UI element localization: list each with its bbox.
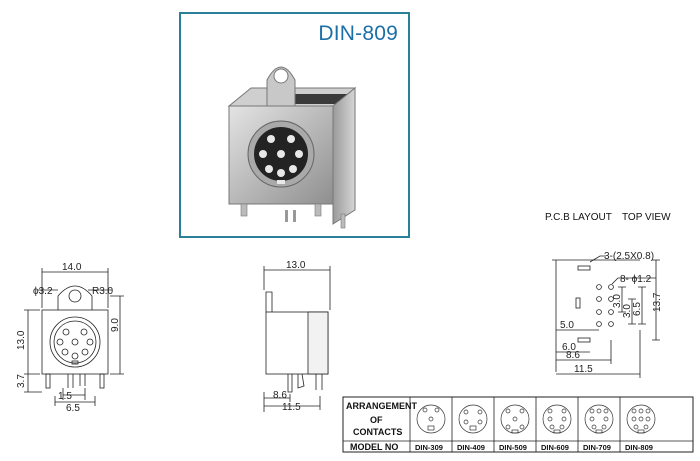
connector-photo — [227, 66, 357, 229]
dim-pcb-v2: 3.0 — [622, 304, 633, 318]
dim-pin-span: 6.5 — [66, 403, 80, 414]
contact-table-grid — [342, 396, 694, 453]
front-view-outline — [24, 268, 124, 406]
pcb-view-label: TOP VIEW — [622, 212, 671, 223]
table-row-label-arrangement: ARRANGEMENT — [346, 401, 418, 411]
dim-pcb-h3: 8.6 — [566, 350, 580, 361]
table-model-cell: DIN-309 — [415, 443, 443, 452]
table-row-label-model: MODEL NO — [350, 442, 398, 452]
pcb-holes-label: 8- ϕ1.2 — [620, 274, 652, 285]
dim-side-base: 11.5 — [282, 402, 301, 413]
dim-pcb-h2: 6.0 — [562, 342, 576, 353]
table-model-cell: DIN-709 — [583, 443, 611, 452]
pcb-slot-label: 3-(2.5X0.8) — [604, 251, 654, 262]
dim-pin-offset: 3.7 — [16, 374, 27, 388]
side-view-outline — [263, 266, 331, 412]
table-model-cell: DIN-809 — [625, 443, 653, 452]
pcb-layout-drawing — [552, 255, 660, 378]
contact-arrangements — [416, 404, 656, 434]
dim-pitch: 1.5 — [58, 391, 72, 402]
dim-front-width: 14.0 — [62, 262, 82, 273]
dim-pcb-v1: 3.0 — [612, 294, 623, 308]
table-row-label-contacts: CONTACTS — [353, 427, 402, 437]
dim-pcb-v4: 13.7 — [652, 292, 663, 312]
dim-top-offset: 9.0 — [110, 318, 121, 332]
dim-front-height: 13.0 — [16, 330, 27, 350]
table-model-cell: DIN-609 — [541, 443, 569, 452]
product-photo-frame: DIN-809 — [179, 12, 410, 238]
dim-side-depth: 13.0 — [286, 260, 306, 271]
dim-pcb-h1: 5.0 — [560, 320, 574, 331]
dim-radius: R3.0 — [92, 286, 114, 297]
dim-pcb-h4: 11.5 — [574, 364, 593, 375]
product-title: DIN-809 — [318, 22, 398, 45]
table-row-label-of: OF — [370, 415, 383, 425]
dim-pcb-v3: 6.5 — [632, 302, 643, 316]
dim-hole-diameter: ϕ3.2 — [33, 286, 53, 297]
table-model-cell: DIN-409 — [457, 443, 485, 452]
table-model-cell: DIN-509 — [499, 443, 527, 452]
pcb-layout-title: P.C.B LAYOUT — [545, 212, 612, 223]
dim-side-pin-pos: 8.6 — [273, 390, 287, 401]
